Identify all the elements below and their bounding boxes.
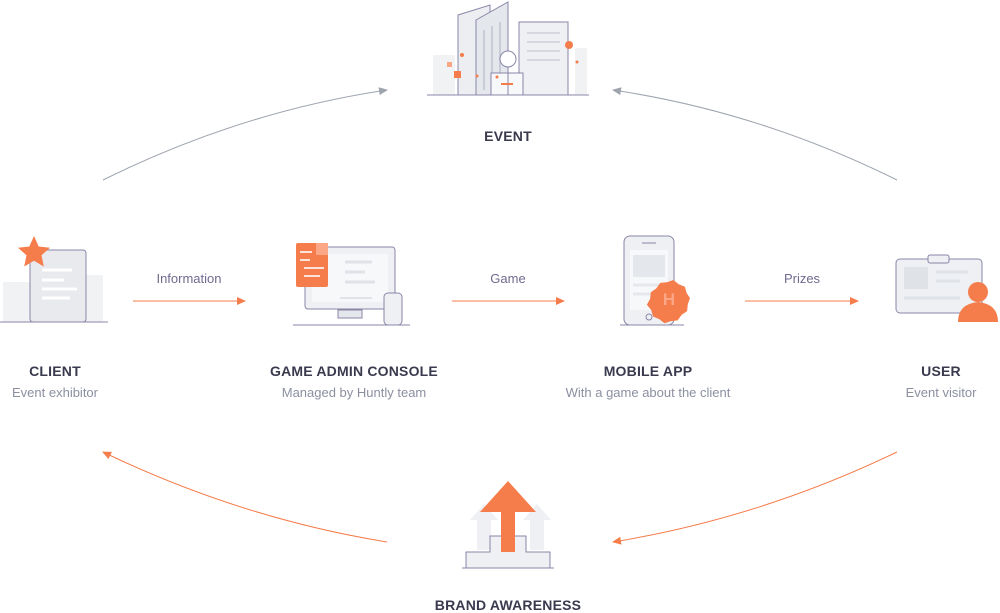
city-buildings-icon bbox=[427, 1, 589, 96]
node-title: MOBILE APP bbox=[603, 363, 693, 379]
node-subtitle: Managed by Huntly team bbox=[281, 385, 427, 400]
node-title: GAME ADMIN CONSOLE bbox=[270, 363, 438, 379]
arrow-user-to-brand bbox=[612, 451, 898, 545]
node-mobile-app: MOBILE APP With a game about the client bbox=[528, 363, 768, 400]
node-title: BRAND AWARENESS bbox=[434, 597, 582, 613]
badge-letter: H bbox=[663, 290, 675, 309]
edge-label-information: Information bbox=[156, 271, 222, 286]
node-subtitle: Event visitor bbox=[905, 385, 977, 400]
node-game-admin-console: GAME ADMIN CONSOLE Managed by Huntly tea… bbox=[234, 363, 474, 400]
id-card-icon bbox=[895, 254, 983, 314]
arrow-user-to-event bbox=[612, 87, 898, 181]
node-subtitle: Event exhibitor bbox=[12, 385, 98, 400]
edge-label-prizes: Prizes bbox=[783, 271, 821, 286]
node-title: CLIENT bbox=[29, 363, 81, 379]
node-title: USER bbox=[921, 363, 961, 379]
node-subtitle: With a game about the client bbox=[565, 385, 731, 400]
monitor-icon bbox=[293, 243, 410, 326]
arrow-client-to-event bbox=[102, 87, 388, 181]
h-badge-icon: H bbox=[646, 280, 690, 324]
edge-label-game: Game bbox=[490, 271, 526, 286]
podium-arrow-icon bbox=[462, 481, 554, 569]
node-title: EVENT bbox=[484, 128, 532, 144]
person-icon bbox=[958, 282, 998, 322]
node-brand-awareness: BRAND AWARENESS bbox=[388, 597, 628, 613]
node-client: CLIENT Event exhibitor bbox=[0, 363, 175, 400]
node-event: EVENT bbox=[388, 128, 628, 144]
document-star-icon bbox=[0, 236, 108, 323]
node-user: USER Event visitor bbox=[821, 363, 1000, 400]
arrow-brand-to-client bbox=[102, 451, 388, 543]
